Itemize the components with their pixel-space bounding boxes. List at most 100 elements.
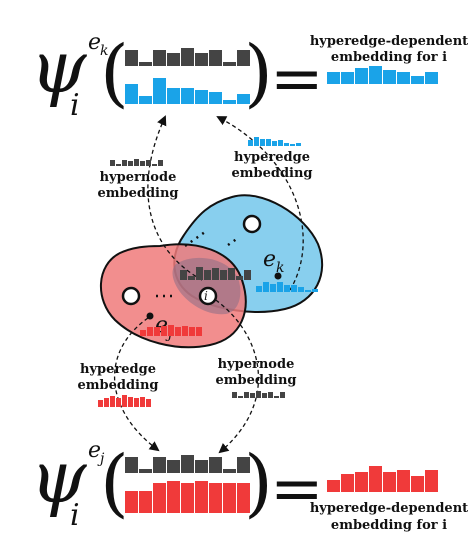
embedding-bar (182, 326, 188, 336)
arrow-hyperedge-j-to-bottom (114, 317, 160, 452)
embedding-bar (277, 282, 283, 292)
arrow-hypernode-to-bottom (209, 295, 259, 454)
embedding-bar (125, 491, 138, 513)
embedding-bar (209, 483, 222, 513)
embedding-bar (425, 72, 438, 84)
hyperedge-label-top-line2: embedding (231, 166, 312, 181)
embedding-bar (369, 66, 382, 84)
top-hypernode-embedding-bars (125, 48, 250, 66)
embedding-bar (312, 289, 318, 292)
embedding-bar (209, 50, 222, 66)
hyperedge-k-label: e (263, 247, 276, 272)
bottom-equals-sign: = (270, 452, 324, 526)
embedding-bar (167, 481, 180, 513)
embedding-bar (146, 160, 151, 166)
bottom-psi-superscript: e (88, 438, 101, 463)
embedding-bar (327, 480, 340, 492)
top-psi-subscript: i (70, 88, 80, 123)
embedding-bar (355, 68, 368, 84)
embedding-bar (139, 491, 152, 513)
bottom-open-paren: ( (100, 440, 129, 526)
embedding-bar (223, 483, 236, 513)
embedding-bar (270, 284, 276, 292)
top-equals-sign: = (270, 42, 324, 116)
embedding-bar (196, 267, 203, 280)
embedding-bar (140, 330, 146, 336)
legend-hyperedge-bottom-bars (98, 395, 151, 407)
legend-hypernode-top-bars (110, 159, 163, 166)
embedding-bar (256, 391, 261, 398)
embedding-bar (98, 400, 103, 407)
embedding-bar (180, 270, 187, 280)
embedding-bar (305, 290, 311, 292)
embedding-bar (181, 483, 194, 513)
embedding-bar (153, 50, 166, 66)
embedding-bar (228, 268, 235, 280)
embedding-bar (262, 393, 267, 398)
embedding-bar (161, 326, 167, 336)
hypergraph: i e k e j hypernode embedding hyperedge … (77, 115, 324, 454)
embedding-bar (125, 50, 138, 66)
embedding-bar (153, 78, 166, 104)
embedding-bar (411, 76, 424, 84)
embedding-bar (209, 92, 222, 104)
embedding-bar (268, 392, 273, 398)
embedding-bar (256, 286, 262, 292)
embedding-bar (237, 483, 250, 513)
bottom-result-label-line1: hyperedge-dependent (310, 501, 468, 516)
embedding-bar (263, 282, 269, 292)
embedding-bar (158, 160, 163, 166)
embedding-bar (139, 62, 152, 66)
hypernode-label-bottom-line1: hypernode (218, 357, 295, 372)
embedding-bar (122, 160, 127, 166)
embedding-bar (411, 476, 424, 492)
embedding-bar (291, 285, 297, 292)
embedding-bar (167, 460, 180, 473)
embedding-bar (298, 287, 304, 292)
legend-hypernode-bottom-bars (232, 391, 285, 398)
embedding-bar (128, 161, 133, 166)
embedding-bar (195, 460, 208, 473)
embedding-bar (296, 143, 301, 146)
inner-hypernode-bars (180, 267, 251, 280)
embedding-bar (341, 474, 354, 492)
embedding-bar (209, 457, 222, 473)
embedding-bar (284, 285, 290, 292)
embedding-bar (280, 392, 285, 398)
embedding-bar (181, 88, 194, 104)
top-formula: ψ i e k ( ) = hyperedge-dependent embedd… (30, 25, 468, 123)
embedding-bar (189, 327, 195, 336)
node-j-1 (121, 286, 141, 306)
embedding-bar (383, 472, 396, 492)
embedding-bar (369, 466, 382, 492)
embedding-bar (195, 53, 208, 66)
embedding-bar (237, 94, 250, 104)
embedding-bar (397, 72, 410, 84)
embedding-bar (223, 469, 236, 473)
embedding-bar (195, 481, 208, 513)
bottom-hyperedge-embedding-bars (125, 481, 250, 513)
legend-hyperedge-top-bars (248, 137, 301, 146)
embedding-bar (425, 470, 438, 492)
embedding-bar (290, 144, 295, 146)
embedding-bar (134, 398, 139, 407)
embedding-bar (188, 276, 195, 280)
bottom-hypernode-embedding-bars (125, 455, 250, 473)
arrow-hyperedge-k-to-top (216, 116, 304, 291)
embedding-bar (238, 396, 243, 398)
hyperedge-label-top-line1: hyperedge (234, 150, 310, 165)
embedding-bar (125, 457, 138, 473)
embedding-bar (355, 472, 368, 492)
embedding-bar (167, 88, 180, 104)
bottom-psi-subscript: i (70, 498, 80, 533)
hyperedge-label-bottom-line1: hyperedge (80, 362, 156, 377)
bottom-formula: ψ i e j ( ) = hyperedge-dependent embedd… (30, 435, 468, 533)
embedding-bar (128, 397, 133, 407)
embedding-bar (125, 84, 138, 104)
hyperedge-label-bottom-line2: embedding (77, 378, 158, 393)
embedding-bar (116, 398, 121, 407)
hypernode-label-top-line1: hypernode (100, 170, 177, 185)
embedding-bar (248, 140, 253, 146)
embedding-bar (260, 139, 265, 146)
